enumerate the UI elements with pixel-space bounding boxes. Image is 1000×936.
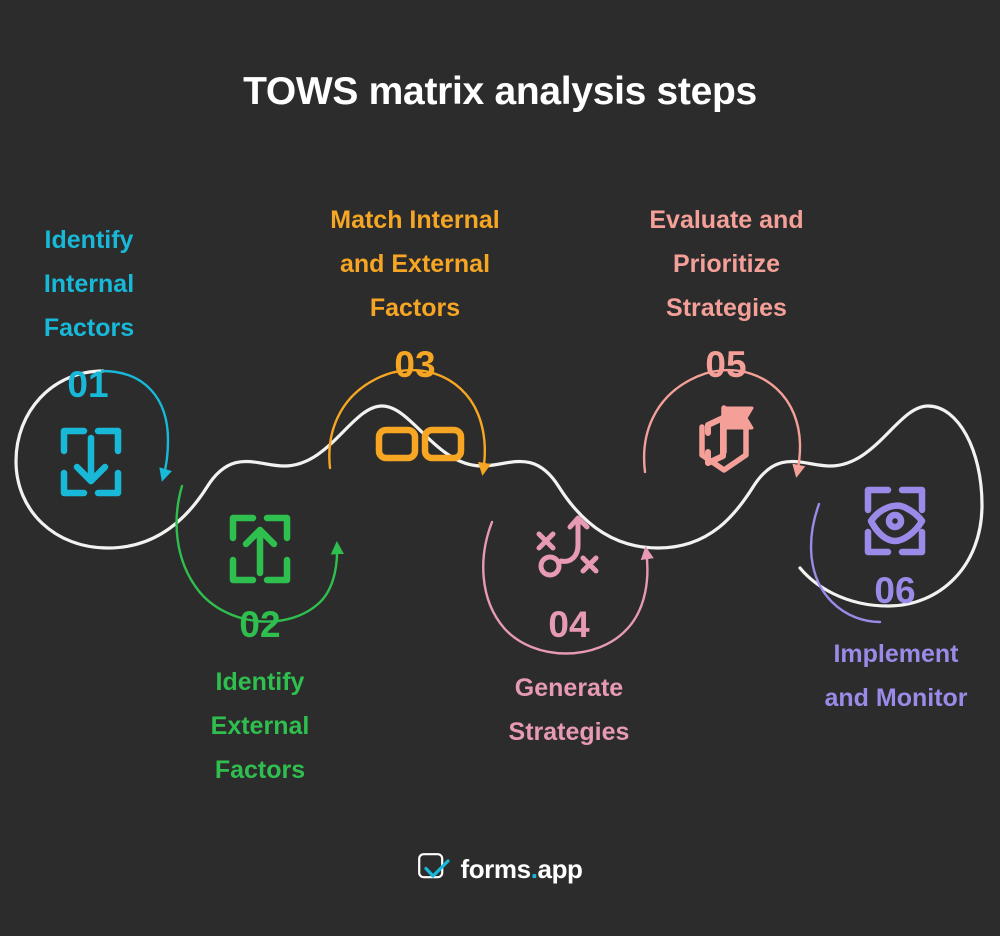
- brand-dot: .: [530, 853, 538, 884]
- step-label-02: Identify External Factors: [210, 668, 310, 784]
- step-arc-02: [175, 484, 344, 623]
- scan-eye-icon: [864, 486, 926, 556]
- step-label-05: Evaluate and Prioritize Strategies: [649, 206, 804, 322]
- brand-wordmark: forms.app: [460, 853, 583, 885]
- step-arc-04: [482, 520, 654, 655]
- step-label-06: Implement and Monitor: [824, 640, 968, 712]
- step-arc-06: [809, 502, 882, 624]
- step-number-01: 01: [67, 364, 109, 405]
- brand-last: app: [537, 853, 583, 884]
- step-number-06: 06: [874, 570, 916, 611]
- scan-arrow-down-icon: [60, 427, 122, 497]
- step-number-05: 05: [705, 344, 747, 385]
- footer-branding: forms.app: [0, 852, 1000, 886]
- step-label-03: Match Internal and External Factors: [330, 206, 500, 322]
- step-label-01: Identify Internal Factors: [43, 226, 135, 342]
- step-number-02: 02: [239, 604, 281, 645]
- brand-first: forms: [460, 853, 531, 884]
- step-label-04: Generate Strategies: [508, 674, 630, 746]
- step-number-04: 04: [548, 604, 590, 645]
- shield-flag-icon: [699, 405, 754, 473]
- step-arc-03: [328, 368, 492, 476]
- step-number-03: 03: [394, 344, 436, 385]
- wave-path: [14, 369, 984, 608]
- step-arc-05: [642, 368, 806, 478]
- step-arc-01: [100, 369, 172, 482]
- two-rectangles-match-icon: [375, 426, 465, 462]
- scan-arrow-up-icon: [229, 514, 291, 584]
- page-title: TOWS matrix analysis steps: [243, 70, 757, 113]
- strategy-playbook-icon: [536, 515, 599, 578]
- forms-app-check-logo: [417, 852, 451, 886]
